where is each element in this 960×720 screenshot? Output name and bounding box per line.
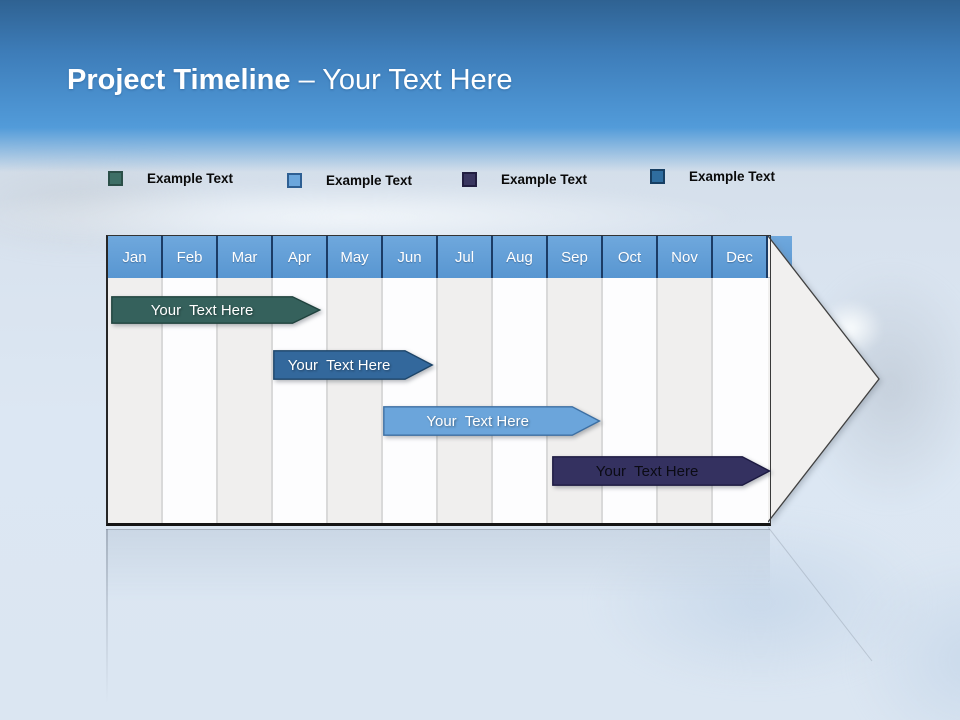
timeline-body	[108, 278, 770, 523]
timeline-column-nov	[658, 278, 713, 523]
timeline-column-oct	[603, 278, 658, 523]
task-bar-label: Your Text Here	[150, 301, 254, 319]
task-bar-label: Your Text Here	[595, 462, 699, 480]
month-cell-jun[interactable]: Jun	[383, 236, 438, 278]
month-cell-apr[interactable]: Apr	[273, 236, 328, 278]
month-cell-aug[interactable]: Aug	[493, 236, 548, 278]
legend-label: Example Text	[501, 171, 588, 187]
task-bar-2[interactable]: Your Text Here	[273, 350, 434, 380]
reflection-diagonal	[768, 527, 873, 662]
task-bar-3[interactable]: Your Text Here	[383, 406, 601, 436]
table-reflection	[106, 529, 770, 602]
legend-label: Example Text	[326, 172, 413, 188]
month-cell-may[interactable]: May	[328, 236, 383, 278]
timeline-column-sep	[548, 278, 603, 523]
timeline-column-dec	[713, 278, 768, 523]
legend-item-steelblue[interactable]: Example Text	[650, 166, 775, 186]
month-cell-sep[interactable]: Sep	[548, 236, 603, 278]
legend-item-lightblue[interactable]: Example Text	[287, 170, 412, 190]
task-bar-label: Your Text Here	[287, 356, 391, 374]
legend-swatch-navy	[462, 171, 477, 187]
slide-title-rest: – Your Text Here	[298, 64, 513, 96]
legend-swatch-steelblue	[650, 168, 665, 184]
month-cell-dec[interactable]: Dec	[713, 236, 768, 278]
month-cell-feb[interactable]: Feb	[163, 236, 218, 278]
background-blob	[590, 515, 930, 690]
slide-title[interactable]: Project Timeline – Your Text Here	[67, 60, 512, 100]
reflection-left-line	[106, 529, 108, 704]
month-cell-mar[interactable]: Mar	[218, 236, 273, 278]
background-blob	[850, 555, 960, 720]
slide-title-bold: Project Timeline	[67, 64, 291, 96]
month-cell-jul[interactable]: Jul	[438, 236, 493, 278]
timeline-column-jun	[383, 278, 438, 523]
month-cell-nov[interactable]: Nov	[658, 236, 713, 278]
legend-swatch-lightblue	[287, 172, 302, 188]
timeline-arrow-head	[767, 235, 880, 523]
legend-swatch-teal	[108, 170, 123, 186]
timeline-column-may	[328, 278, 383, 523]
legend-label: Example Text	[147, 170, 234, 186]
legend-item-navy[interactable]: Example Text	[462, 169, 587, 189]
task-bar-1[interactable]: Your Text Here	[111, 296, 322, 324]
timeline-column-aug	[493, 278, 548, 523]
month-cell-jan[interactable]: Jan	[108, 236, 163, 278]
timeline-column-jul	[438, 278, 493, 523]
month-cell-oct[interactable]: Oct	[603, 236, 658, 278]
task-bar-4[interactable]: Your Text Here	[551, 456, 771, 486]
legend-label: Example Text	[689, 168, 776, 184]
legend-item-teal[interactable]: Example Text	[108, 168, 233, 188]
task-bar-label: Your Text Here	[426, 412, 529, 430]
